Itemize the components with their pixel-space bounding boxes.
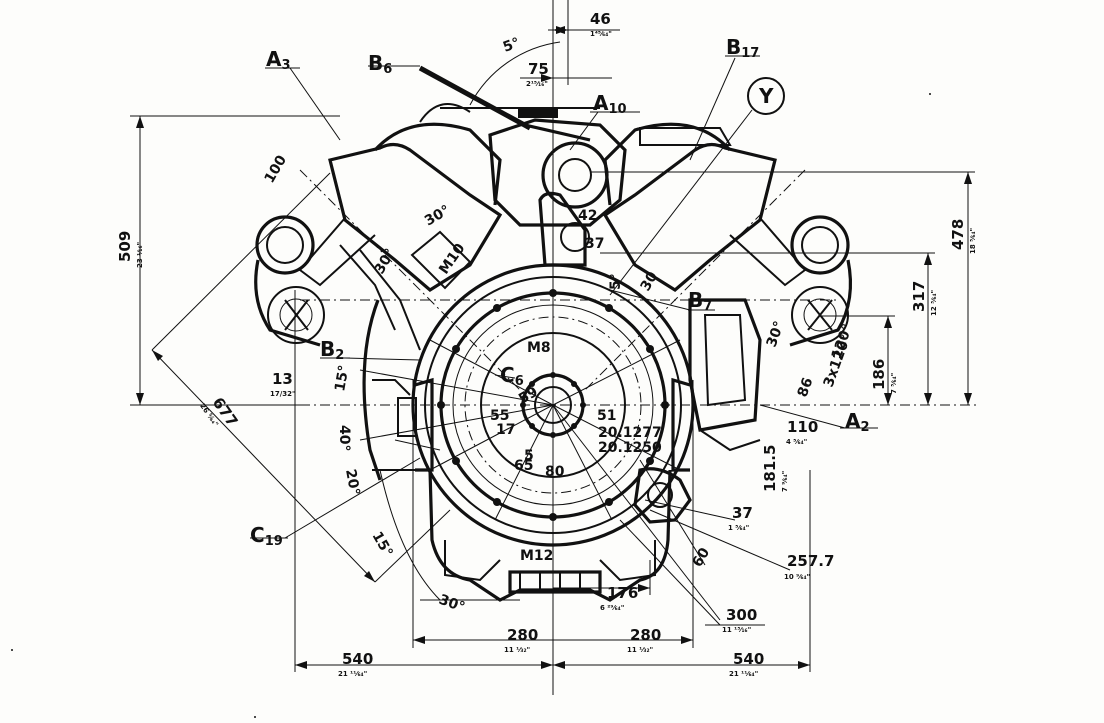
dim-80: 80 xyxy=(545,464,565,480)
dim-37-inch: 1 ⁵⁄₆₄" xyxy=(728,524,749,532)
dim-280-right-inch: 11 ¹⁄₃₂" xyxy=(627,646,653,654)
dim-300: 300 xyxy=(726,606,757,624)
angle-15-b: 15° xyxy=(369,529,396,560)
dim-13: 13 xyxy=(272,370,293,388)
dim-478: 478 xyxy=(949,219,967,250)
right-cylinder-bank xyxy=(584,122,853,524)
dim-257-7-inch: 10 ⁹⁄₆₄" xyxy=(784,573,810,581)
callout-b17: B17 xyxy=(726,35,759,61)
thread-m8: M8 xyxy=(527,340,551,356)
dim-42: 42 xyxy=(578,208,597,224)
dimension-texts: 46 1⁴⁵⁄₆₄" 75 2¹⁵⁄₁₆" 509 23 ¹⁄₁₆" 478 1… xyxy=(116,10,977,678)
dim-540-right: 540 xyxy=(733,650,764,668)
callout-c6: C6 xyxy=(500,363,524,389)
dim-540-left: 540 xyxy=(342,650,373,668)
callout-y: Y xyxy=(758,84,774,108)
dim-300-inch: 11 ¹³⁄₁₆" xyxy=(722,626,751,634)
dim-509: 509 xyxy=(116,231,134,262)
dim-65: 65 xyxy=(514,458,533,474)
dim-181-5: 181.5 xyxy=(761,445,779,492)
dim-30-small: 30 xyxy=(638,269,662,294)
angle-5: 5° xyxy=(501,35,522,56)
dim-51: 51 xyxy=(597,408,616,424)
thread-m12: M12 xyxy=(520,548,553,564)
dim-75: 75 xyxy=(528,60,549,78)
dim-181-5-inch: 7 ⁹⁄₆₄" xyxy=(781,471,789,492)
dim-75-inch: 2¹⁵⁄₁₆" xyxy=(526,80,548,88)
dim-20-1250: 20.1250 xyxy=(598,440,662,456)
dim-280-right: 280 xyxy=(630,626,661,644)
dim-317: 317 xyxy=(910,281,928,312)
flywheel-housing xyxy=(359,263,721,621)
dim-17: 17 xyxy=(496,422,515,438)
dim-181-group: 181.5 7 ⁹⁄₆₄" xyxy=(761,445,789,492)
angle-20: 20° xyxy=(342,468,362,497)
dimension-lines xyxy=(130,0,975,672)
callout-b7: B7 xyxy=(688,288,712,314)
dim-186-group: 186 7 ⁵⁄₆₄" xyxy=(870,359,898,394)
dim-176: 176 xyxy=(607,584,638,602)
thread-m10: M10 xyxy=(436,241,468,278)
dim-317-group: 317 12 ³⁄₆₄" xyxy=(910,281,938,316)
left-cylinder-bank xyxy=(254,103,521,481)
callout-y-circle xyxy=(747,77,785,115)
angle-15-a: 15° xyxy=(332,364,352,393)
dim-176-inch: 6 ²⁹⁄₆₄" xyxy=(600,604,624,612)
dim-37: 37 xyxy=(732,504,753,522)
dim-257-7: 257.7 xyxy=(787,552,834,570)
angle-5-small: 5° xyxy=(608,273,624,290)
dim-317-inch: 12 ³⁄₆₄" xyxy=(930,290,938,316)
dim-86: 86 xyxy=(795,376,817,400)
dim-186: 186 xyxy=(870,359,888,390)
dim-37-small: 37 xyxy=(585,236,604,252)
dim-677-group: 677 26 ⁵⁄₆₄" xyxy=(198,394,241,430)
angle-3x120: 3x120° xyxy=(821,332,855,389)
dim-100: 100 xyxy=(262,152,291,186)
radial-lines xyxy=(359,339,721,621)
dim-13-inch: 17/32" xyxy=(270,390,296,398)
callout-b2: B2 xyxy=(320,337,344,363)
scan-artifacts xyxy=(11,93,931,718)
angle-40: 40° xyxy=(336,425,352,451)
leader-lines xyxy=(250,55,878,626)
dim-46: 46 xyxy=(590,10,611,28)
top-centre-assembly xyxy=(418,65,627,267)
angle-30-top: 30° xyxy=(422,202,453,229)
angle-30-bottom: 30° xyxy=(437,592,467,616)
dim-478-inch: 18 ⁵⁄₆₄" xyxy=(969,228,977,254)
dim-280-left: 280 xyxy=(507,626,538,644)
dim-20-1277: 20.1277 xyxy=(598,425,662,441)
dim-55: 55 xyxy=(490,408,509,424)
dim-540-left-inch: 21 ¹¹⁄₆₄" xyxy=(338,670,367,678)
callout-a3: A3 xyxy=(266,47,291,73)
dim-478-group: 478 18 ⁵⁄₆₄" xyxy=(949,219,977,254)
callout-c19: C19 xyxy=(250,523,283,549)
dim-280-left-inch: 11 ¹⁄₃₂" xyxy=(504,646,530,654)
dim-5: 5 xyxy=(524,448,534,464)
dim-509-group: 509 23 ¹⁄₁₆" xyxy=(116,231,144,268)
bolt-circle xyxy=(437,289,669,521)
callout-b6: B6 xyxy=(368,51,392,77)
callout-a2: A2 xyxy=(845,409,870,435)
dim-186-inch: 7 ⁵⁄₆₄" xyxy=(890,373,898,394)
angle-30-right: 30° xyxy=(764,319,788,349)
callout-labels: A3 B6 A10 B17 Y B7 B2 C6 A2 C19 xyxy=(250,35,870,549)
dim-540-right-inch: 21 ¹¹⁄₆₄" xyxy=(729,670,758,678)
callout-a10: A10 xyxy=(593,91,627,117)
dim-509-inch: 23 ¹⁄₁₆" xyxy=(136,242,144,268)
dim-46-inch: 1⁴⁵⁄₆₄" xyxy=(590,30,612,38)
dim-110-inch: 4 ⁵⁄₆₄" xyxy=(786,438,807,446)
dim-110: 110 xyxy=(787,418,818,436)
